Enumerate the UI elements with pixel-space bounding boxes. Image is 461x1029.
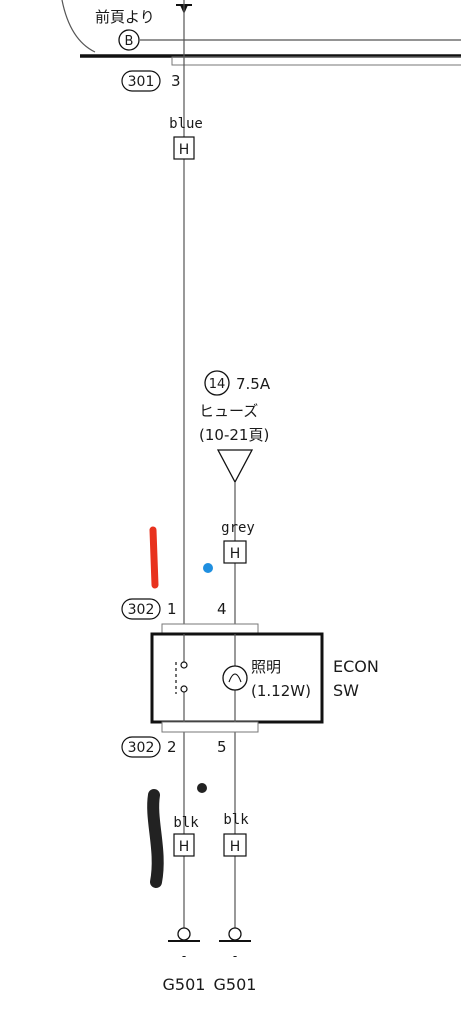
connector-302-top-pin-left: 1 xyxy=(167,600,177,618)
switch-name-line1: ECON xyxy=(333,657,379,676)
ground-terminal-right xyxy=(228,927,242,941)
switch-name-line2: SW xyxy=(333,681,359,700)
red-annotation-mark xyxy=(149,526,159,589)
wire-color-blk-left: blk xyxy=(173,815,199,831)
fuse-rating: 7.5A xyxy=(236,375,271,393)
harness-box-top xyxy=(173,136,195,160)
harness-label-bottom-right: H xyxy=(230,839,241,855)
black-annotation-dot xyxy=(197,783,207,793)
ground-dash-left: - xyxy=(182,949,186,963)
connector-302-bottom-id: 302 xyxy=(128,740,155,756)
switch-contact-lower xyxy=(180,685,188,693)
harness-box-bottom-left xyxy=(173,833,195,857)
connector-302-top-badge xyxy=(121,598,161,620)
connector-302-top-pin-right: 4 xyxy=(217,600,227,618)
connector-302-bottom-housing xyxy=(161,721,259,733)
connector-302-bottom-pin-left: 2 xyxy=(167,738,177,756)
fuse-triangle-symbol xyxy=(216,449,254,484)
from-prev-page-label: 前頁より xyxy=(95,8,155,26)
ground-terminal-left xyxy=(177,927,191,941)
harness-box-bottom-right xyxy=(223,833,247,857)
bus-b-label: B xyxy=(125,34,134,49)
lamp-name: 照明 xyxy=(251,658,281,676)
harness-box-grey xyxy=(223,540,247,564)
harness-label-top: H xyxy=(179,142,190,158)
fuse-number-circle xyxy=(204,370,230,396)
lamp-wattage: (1.12W) xyxy=(251,682,311,700)
wire-color-blue: blue xyxy=(169,116,203,132)
lamp-filament xyxy=(228,673,242,683)
bus-b-circle xyxy=(118,29,140,51)
connector-301-id: 301 xyxy=(128,74,155,90)
lamp-icon xyxy=(222,665,248,691)
ground-label-right: G501 xyxy=(214,975,257,994)
wire-color-blk-right: blk xyxy=(223,812,249,828)
connector-301-housing xyxy=(171,56,461,66)
upper-block-outline xyxy=(61,0,96,53)
ground-dash-right: - xyxy=(233,949,237,963)
fuse-number: 14 xyxy=(209,377,226,392)
connector-302-bottom-pin-right: 5 xyxy=(217,738,227,756)
harness-label-bottom-left: H xyxy=(179,839,190,855)
black-annotation-mark xyxy=(147,789,164,888)
blue-annotation-dot xyxy=(203,563,213,573)
connector-301-badge xyxy=(121,70,161,92)
connector-302-top-id: 302 xyxy=(128,602,155,618)
harness-label-grey: H xyxy=(230,546,241,562)
fuse-name: ヒューズ xyxy=(199,402,258,420)
connector-302-bottom-badge xyxy=(121,736,161,758)
wire-color-grey: grey xyxy=(221,520,255,536)
switch-contact-upper xyxy=(180,661,188,669)
ground-label-left: G501 xyxy=(163,975,206,994)
connector-301-pin: 3 xyxy=(171,72,181,90)
fuse-ref: (10-21頁) xyxy=(199,426,269,444)
